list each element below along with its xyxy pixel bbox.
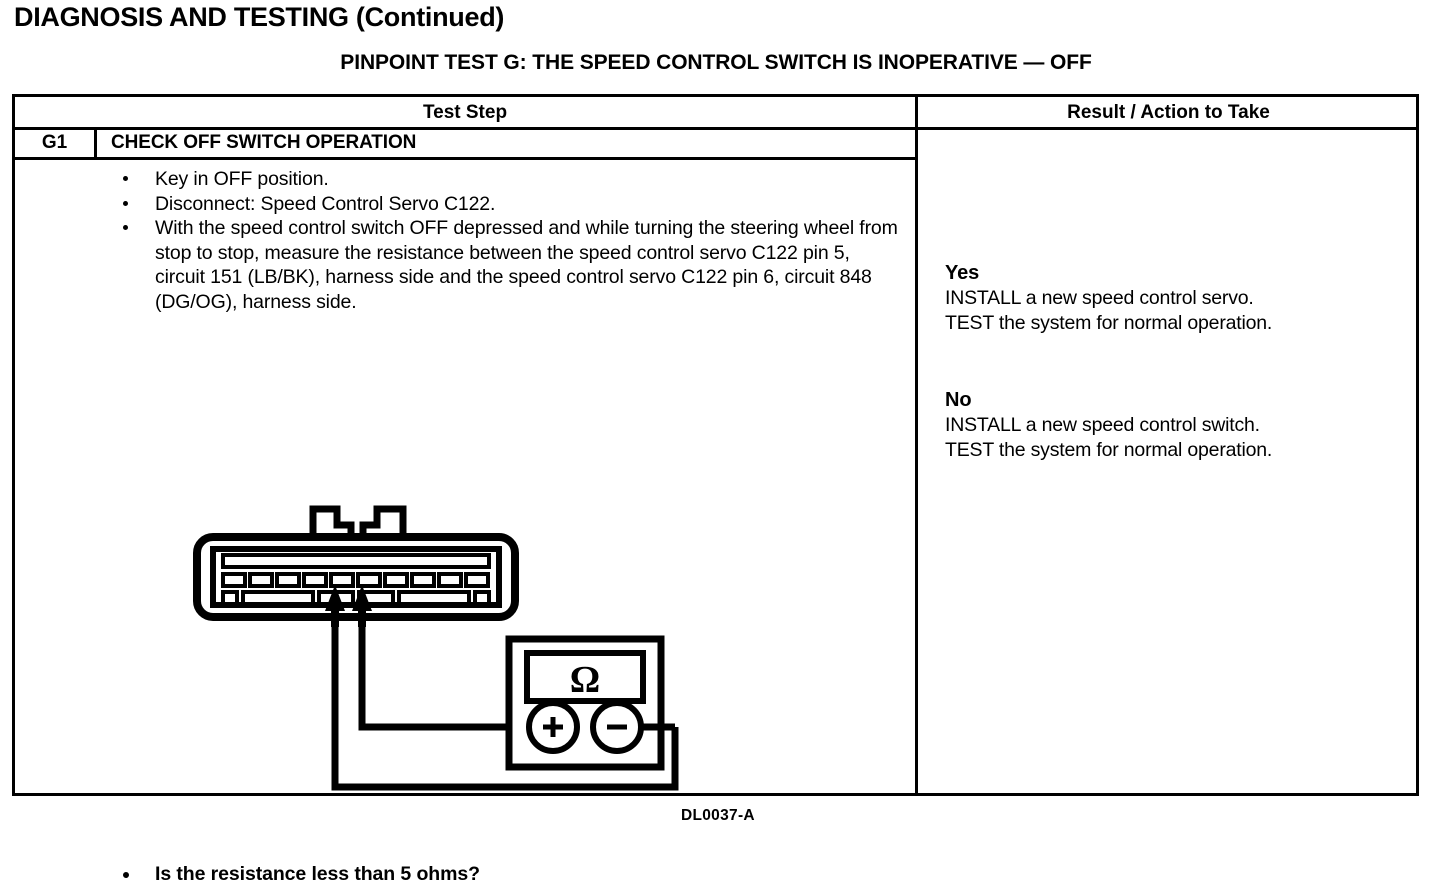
ohmmeter-test-diagram: Ω DL0037-A — [165, 487, 865, 847]
pin-cavity-3 — [275, 572, 301, 588]
result-action-line: INSTALL a new speed control switch. — [945, 414, 1260, 436]
result-spacer — [945, 336, 1425, 388]
plus-glyph-icon — [543, 717, 563, 737]
bullet-icon — [123, 200, 128, 206]
lower-box-left — [241, 590, 315, 607]
bullet-icon — [123, 225, 128, 230]
step-title: CHECK OFF SWITCH OPERATION — [111, 132, 417, 153]
diagram-svg: Ω — [193, 505, 679, 791]
document-page: DIAGNOSIS AND TESTING (Continued) PINPOI… — [12, 2, 1419, 885]
result-action-content: Yes INSTALL a new speed control servo. T… — [945, 261, 1425, 463]
pin-cavity-9 — [437, 572, 463, 588]
lower-box-end-right — [473, 590, 491, 607]
lower-box-end-left — [221, 590, 239, 607]
pin-cavity-4 — [302, 572, 328, 588]
instruction-list: Key in OFF position. Disconnect: Speed C… — [111, 167, 901, 314]
list-item: With the speed control switch OFF depres… — [111, 216, 901, 314]
section-subtitle: PINPOINT TEST G: THE SPEED CONTROL SWITC… — [340, 51, 1092, 74]
final-question: Is the resistance less than 5 ohms? — [111, 863, 480, 886]
pin-cavity-5 — [329, 572, 355, 588]
instruction-text: Key in OFF position. — [155, 168, 329, 190]
result-label-no: No — [945, 389, 972, 411]
pin-cavity-8 — [410, 572, 436, 588]
page-title: DIAGNOSIS AND TESTING (Continued) — [14, 2, 505, 32]
step-id: G1 — [15, 130, 97, 157]
ohm-symbol-icon: Ω — [570, 659, 600, 701]
connector-upper-channel — [221, 553, 491, 569]
result-action-line: TEST the system for normal operation. — [945, 312, 1273, 334]
instruction-text: Disconnect: Speed Control Servo C122. — [155, 192, 496, 215]
figure-label: DL0037-A — [681, 807, 755, 824]
table-header-row: Test Step Result / Action to Take — [15, 97, 1416, 130]
result-action-line: TEST the system for normal operation. — [945, 439, 1273, 461]
probe-terminal-pin-6 — [352, 585, 372, 627]
step-header-row: G1 CHECK OFF SWITCH OPERATION — [15, 130, 915, 160]
bullet-icon — [123, 872, 129, 878]
ohmmeter-body — [505, 635, 665, 771]
step-instructions: Key in OFF position. Disconnect: Speed C… — [111, 167, 901, 314]
lower-box-right — [397, 590, 471, 607]
ohmmeter-display — [524, 650, 646, 704]
pinpoint-test-table: Test Step Result / Action to Take G1 CHE… — [12, 94, 1419, 885]
column-header-test-step: Test Step — [422, 102, 508, 123]
column-header-result-action: Result / Action to Take — [1067, 102, 1270, 123]
pin-cavity-1 — [221, 572, 247, 588]
positive-terminal-icon[interactable] — [526, 700, 580, 754]
instruction-text: With the speed control switch OFF depres… — [155, 217, 898, 313]
wire-pin6-to-positive — [358, 625, 510, 731]
probe-terminal-pin-5 — [325, 585, 345, 627]
pin-cavity-10 — [464, 572, 490, 588]
pin-cavity-6 — [356, 572, 382, 588]
wire-pin5-to-negative — [331, 625, 679, 791]
connector-locking-tabs — [309, 505, 407, 539]
result-label-yes: Yes — [945, 262, 980, 284]
result-action-line: INSTALL a new speed control servo. — [945, 287, 1254, 309]
final-question-text: Is the resistance less than 5 ohms? — [155, 863, 480, 885]
connector-pin-row — [221, 572, 490, 588]
list-item: Key in OFF position. — [111, 167, 901, 192]
connector-housing — [193, 533, 519, 621]
column-divider — [915, 97, 918, 793]
pin-cavity-7 — [383, 572, 409, 588]
pin-cavity-2 — [248, 572, 274, 588]
result-block-no: No INSTALL a new speed control switch. T… — [945, 388, 1425, 463]
list-item: Disconnect: Speed Control Servo C122. — [111, 192, 901, 217]
result-block-yes: Yes INSTALL a new speed control servo. T… — [945, 261, 1425, 336]
bullet-icon — [123, 176, 128, 181]
